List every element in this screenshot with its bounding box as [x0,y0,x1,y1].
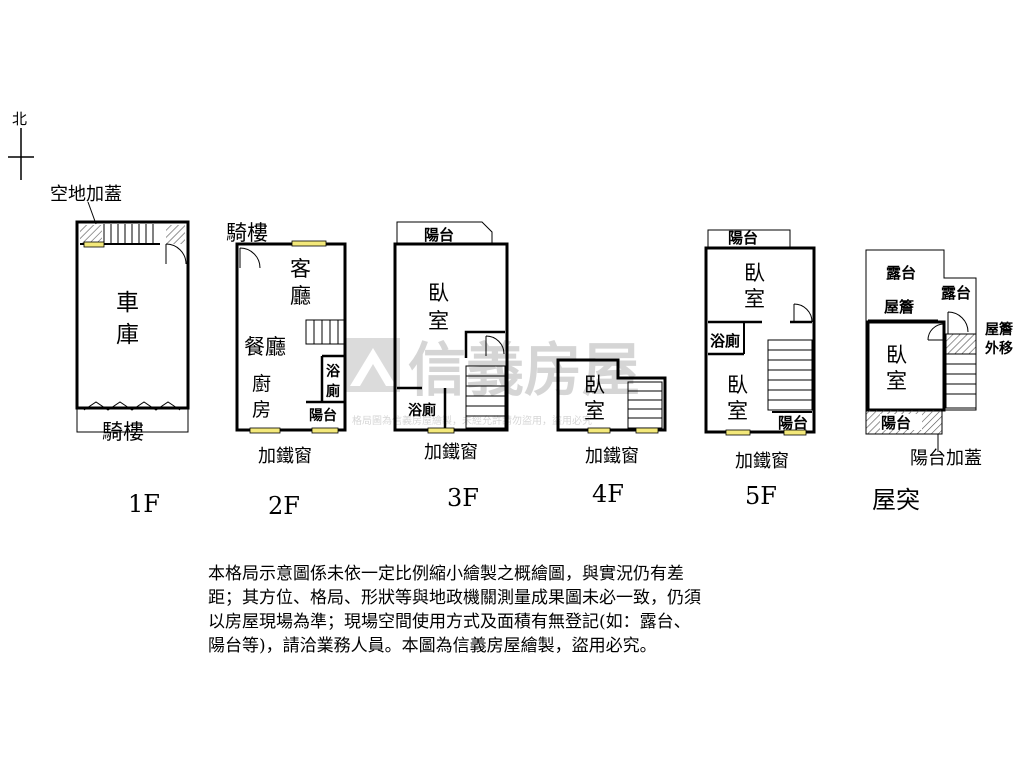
f5-bedroom-top-2: 室 [744,287,765,311]
roof-balcony-note: 陽台加蓋 [910,448,982,469]
f1-garage-1: 車 [116,290,139,316]
f1-hatch-left [80,225,102,244]
compass: 北 [8,110,34,180]
roof-eaves: 屋簷 [884,298,914,316]
f2-arcade: 騎樓 [226,221,268,245]
f2-dining: 餐廳 [244,335,286,359]
f4-bedroom-1: 臥 [584,373,605,397]
roof-terrace-outline [865,249,977,411]
f1-window [83,241,105,248]
roof-terrace-right: 露台 [941,284,971,302]
f4-outline [556,358,667,432]
f2-living-1: 客 [290,257,311,281]
disclaimer-line-3: 以房屋現場為準；現場空間使用方式及面積有無登記(如：露台、 [208,612,691,632]
roof-eaves-hatch [945,333,977,355]
floor-4f: 臥 室 加鐵窗 [556,358,667,467]
f5-stairs [767,339,813,411]
f5-door-icon [793,303,813,323]
disclaimer-line-4: 陽台等)，請洽業務人員。本圖為信義房屋繪製，盜用必究。 [208,636,657,656]
f2-kitchen-2: 房 [252,399,271,421]
f3-bath: 浴廁 [408,402,436,419]
f2-living-2: 廳 [290,284,311,308]
f2-bath-2: 廁 [326,383,340,400]
watermark-logo-icon [346,338,400,392]
floor-label-3f: 3F [447,484,479,512]
f2-window-note: 加鐵窗 [258,446,312,467]
floor-1f: 空地加蓋 車 庫 騎樓 [50,184,190,444]
roof-bedroom-2: 室 [886,369,907,393]
f2-outline [235,242,347,432]
compass-north-label: 北 [12,110,27,128]
watermark-brand: 信義房屋 [408,336,640,404]
floor-label-2f: 2F [268,492,300,520]
f3-balcony-box [396,221,493,245]
watermark-small-text: 格局圖為信義房屋繪製，未經允許請勿盜用，盜用必究 [352,414,592,427]
disclaimer-line-2: 距；其方位、格局、形狀等與地政機關測量成果圖未必一致，仍須 [208,588,701,608]
f5-bedroom-top-1: 臥 [744,261,765,285]
floor-labels: 1F 2F 3F 4F 5F 屋突 [128,480,920,520]
f5-bath: 浴廁 [710,332,740,350]
f3-door-icon [485,335,505,356]
f2-door-icon [239,247,261,269]
roof-door-icon [927,323,945,341]
f2-stairs [305,319,345,345]
f1-garage-2: 庫 [116,322,139,348]
watermark: 信義房屋 格局圖為信義房屋繪製，未經允許請勿盜用，盜用必究 [346,336,640,427]
f5-bedroom-bottom-2: 室 [727,399,748,423]
f2-kitchen-1: 廚 [252,372,271,395]
disclaimer: 本格局示意圖係未依一定比例縮小繪製之概繪圖，與實況仍有差 距；其方位、格局、形狀… [208,562,818,658]
f4-bedroom-2: 室 [584,399,605,423]
f1-top-note: 空地加蓋 [50,184,122,205]
floor-label-5f: 5F [745,482,777,510]
f1-shutter-icon [83,401,181,411]
f5-bedroom-bottom-1: 臥 [727,373,748,397]
f5-balcony-bottom: 陽台 [778,414,808,432]
f3-balcony: 陽台 [424,226,454,244]
f5-outline [704,246,816,434]
roof-eaves-moved-1: 屋簷 [985,321,1013,338]
disclaimer-line-1: 本格局示意圖係未依一定比例縮小繪製之概繪圖，與實況仍有差 [208,564,684,584]
floor-label-4f: 4F [592,480,624,508]
f1-arcade-box [76,407,189,433]
floor-2f: 騎樓 客 廳 餐廳 廚 房 浴 廁 陽台 加鐵窗 [226,221,347,467]
roof-stairs [945,353,977,409]
f5-window-note: 加鐵窗 [735,451,789,472]
f1-hatch-right [166,225,185,244]
f4-window-note: 加鐵窗 [585,446,639,467]
f5-balcony-top: 陽台 [728,229,758,247]
f1-door-icon [165,243,187,265]
f3-window-note: 加鐵窗 [424,442,478,463]
floor-label-roof: 屋突 [872,486,920,514]
roof-bedroom-1: 臥 [886,343,907,367]
floor-5f: 陽台 臥 室 浴廁 臥 室 陽台 加鐵窗 [704,229,816,472]
f3-bedroom-2: 室 [428,309,449,333]
floor-roof: 露台 露台 屋簷 臥 室 屋簷 外移 陽台 陽台加蓋 [865,249,1013,469]
f2-balcony: 陽台 [309,407,337,424]
floor-label-1f: 1F [128,490,160,518]
f1-stairs [103,224,154,244]
roof-eaves-moved-2: 外移 [985,340,1013,357]
roof-terrace-left: 露台 [886,264,916,282]
f1-arcade: 騎樓 [102,420,144,444]
floor-3f: 陽台 臥 室 浴廁 加鐵窗 [393,221,509,463]
f2-bath-1: 浴 [326,363,341,380]
roof-balcony: 陽台 [881,414,911,432]
f3-bedroom-1: 臥 [428,281,449,305]
f3-stairs [465,365,506,429]
